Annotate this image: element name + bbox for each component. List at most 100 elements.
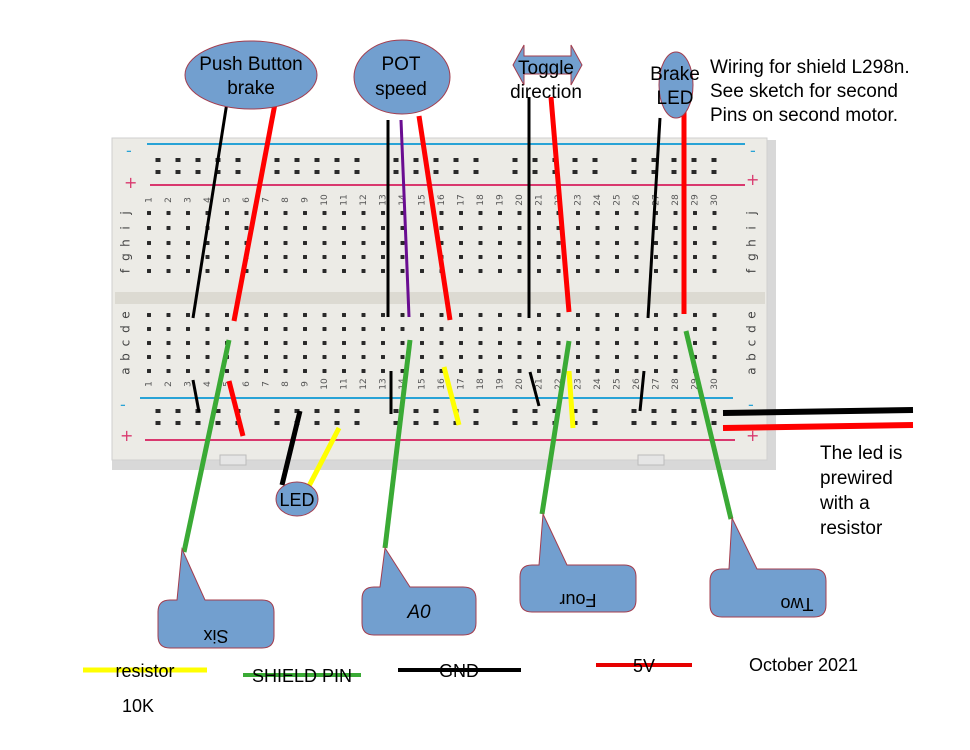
breadboard-hole (498, 211, 502, 215)
wire-5v-toggle (548, 96, 572, 313)
breadboard-hole (166, 327, 171, 331)
rail-hole (592, 409, 598, 413)
breadboard-hole (186, 226, 190, 230)
breadboard-hole (166, 341, 171, 345)
breadboard-hole (361, 355, 366, 359)
side-note-line4: resistor (820, 518, 883, 539)
breadboard-hole (205, 269, 210, 273)
breadboard-hole (361, 369, 366, 373)
column-number: 28 (671, 194, 681, 206)
rail-hole (572, 158, 578, 162)
breadboard-hole (712, 241, 717, 245)
breadboard-hole (712, 369, 717, 373)
resistor-col22 (566, 370, 576, 429)
breadboard-hole (264, 341, 268, 345)
breadboard-hole (342, 255, 346, 259)
top-rail-minus-sign-right: - (750, 141, 756, 160)
breadboard-hole (693, 241, 697, 245)
breadboard-hole (439, 327, 444, 331)
breadboard-hole (244, 313, 249, 317)
breadboard-hole (420, 327, 424, 331)
shield-pin-two-label: Two (780, 594, 813, 614)
breadboard-hole (556, 369, 561, 373)
breadboard-hole (634, 355, 639, 359)
breadboard-hole (712, 355, 717, 359)
breadboard-hole (654, 355, 658, 359)
rail-hole (274, 409, 280, 413)
rail-hole (532, 158, 538, 162)
rail-hole (393, 421, 399, 425)
rail-hole (433, 158, 439, 162)
breadboard-hole (147, 269, 151, 273)
breadboard-hole (147, 313, 151, 317)
column-number: 7 (262, 197, 272, 203)
breadboard-hole (576, 241, 580, 245)
breadboard-hole (205, 341, 210, 345)
column-number: 16 (437, 378, 447, 390)
rail-hole (572, 170, 578, 174)
breadboard-hole (478, 269, 483, 273)
rail-hole (235, 170, 241, 174)
breadboard-hole (693, 341, 697, 345)
column-number: 27 (652, 378, 662, 389)
breadboard-hole (244, 211, 249, 215)
rail-hole (393, 158, 399, 162)
legend: resistor 10K SHIELD PIN GND 5V October 2… (83, 655, 858, 716)
breadboard-hole (225, 211, 229, 215)
breadboard-hole (303, 241, 307, 245)
breadboard-hole (576, 313, 580, 317)
column-number: 8 (281, 197, 291, 203)
breadboard-hole (439, 211, 444, 215)
breadboard-hole (478, 355, 483, 359)
breadboard-hole (361, 341, 366, 345)
breadboard-hole (381, 226, 385, 230)
rail-hole (155, 421, 161, 425)
breadboard-hole (264, 355, 268, 359)
breadboard-hole (459, 355, 463, 359)
breadboard-hole (654, 226, 658, 230)
top-rail-plus-sign-left: + (124, 173, 137, 192)
rail-hole (473, 409, 479, 413)
breadboard-hole (576, 255, 580, 259)
column-number: 3 (184, 381, 194, 387)
shield-pin-two-bubble (709, 516, 827, 618)
breadboard-hole (537, 327, 541, 331)
shield-pin-six-label: Six (203, 626, 228, 646)
breadboard: - + - + - + - + 112233445566778899101011… (111, 137, 776, 470)
breadboard-hole (556, 269, 561, 273)
legend-label-5v: 5V (633, 656, 655, 676)
breadboard-hole (459, 313, 463, 317)
rail-hole (631, 170, 637, 174)
breadboard-hole (439, 226, 444, 230)
resistor-col16 (441, 366, 462, 426)
breadboard-hole (166, 313, 171, 317)
breadboard-hole (420, 241, 424, 245)
jumper-gnd-col20 (528, 371, 541, 407)
rail-hole (512, 421, 518, 425)
breadboard-hole (673, 313, 678, 317)
column-number: 3 (184, 197, 194, 203)
breadboard-hole (166, 355, 171, 359)
led-callout: LED (275, 481, 319, 517)
breadboard-hole (283, 327, 288, 331)
breadboard-hole (556, 341, 561, 345)
column-number: 11 (340, 194, 350, 205)
breadboard-hole (303, 269, 307, 273)
push-button-bubble (184, 40, 318, 110)
breadboard-hole (595, 355, 600, 359)
shield-pin-four-label: Four (559, 590, 596, 610)
rail-hole (592, 421, 598, 425)
row-letter: i (119, 226, 133, 229)
breadboard-hole (322, 369, 327, 373)
breadboard-hole (225, 327, 229, 331)
breadboard-hole (381, 355, 385, 359)
breadboard-hole (400, 313, 405, 317)
rail-hole (314, 158, 320, 162)
rail-hole (175, 170, 181, 174)
column-number: 1 (145, 197, 155, 203)
breadboard-hole (673, 241, 678, 245)
column-number: 18 (476, 194, 486, 206)
rail-hole (572, 409, 578, 413)
breadboard-hole (361, 226, 366, 230)
row-letter: j (119, 211, 133, 215)
